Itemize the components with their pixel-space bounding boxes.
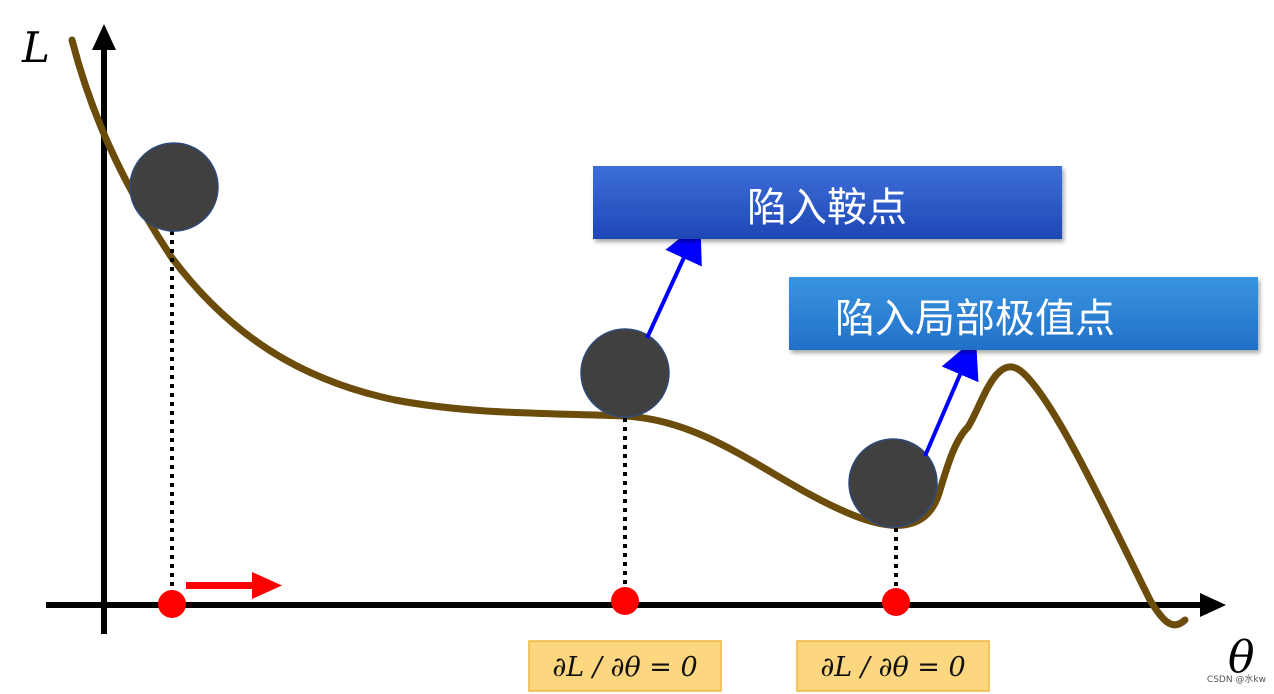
right-arrow-icon [186,572,282,599]
balls [129,142,938,528]
point-start [158,590,186,618]
ball-local-min [848,438,938,528]
x-axis-label: θ [1228,632,1255,683]
callout-saddle [593,166,1062,239]
equation-saddle: ∂L / ∂θ = 0 [552,652,697,683]
equation-box-saddle: ∂L / ∂θ = 0 [528,640,722,692]
callout-saddle-text: 陷入鞍点 [747,185,907,231]
y-axis-arrowhead [92,24,116,50]
ball-start [129,142,219,232]
loss-curve [68,36,1189,629]
point-local-min [882,588,910,616]
callout-local-min-text: 陷入局部极值点 [835,296,1115,342]
y-axis-label: L [21,23,50,72]
equation-box-local-min: ∂L / ∂θ = 0 [796,640,990,692]
watermark: CSDN @水kw [1207,673,1266,685]
pointer-arrow-local-min [923,337,979,457]
pointer-arrow-saddle [645,221,702,339]
x-axis-arrowhead [1200,593,1226,617]
callout-local-min [789,277,1258,350]
drop-lines [170,231,898,596]
ball-saddle [580,328,670,418]
point-saddle [611,587,639,615]
equation-local-min: ∂L / ∂θ = 0 [820,652,965,683]
parameter-points [158,587,910,618]
